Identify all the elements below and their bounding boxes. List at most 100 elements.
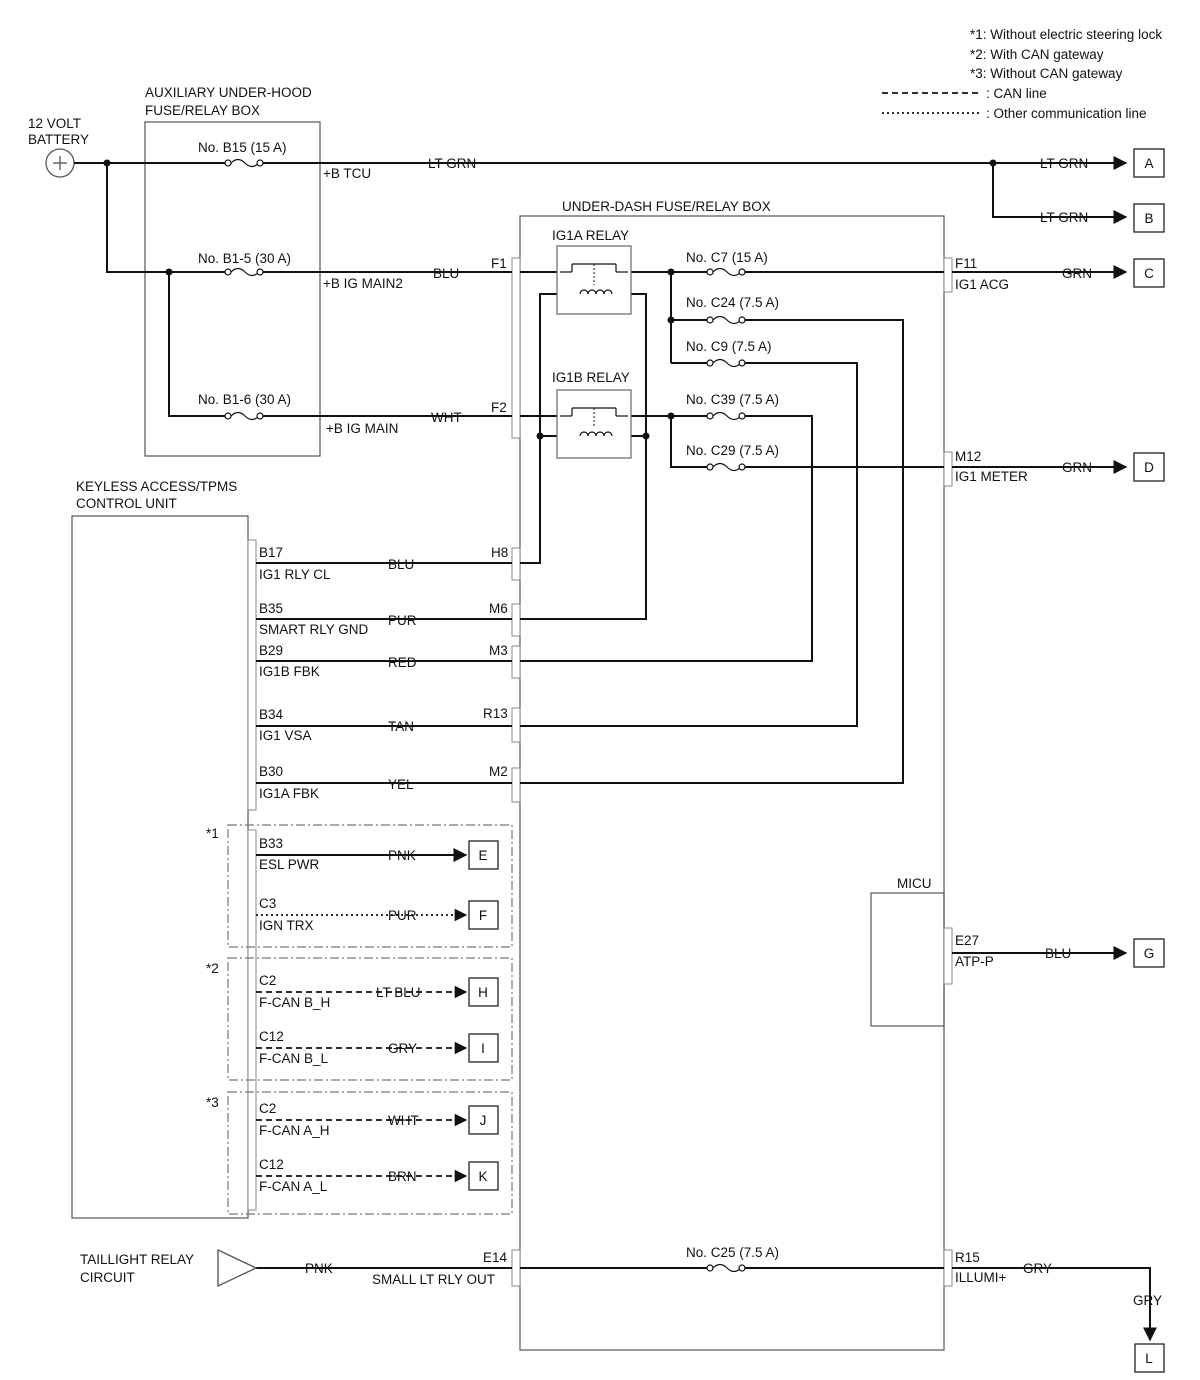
terminal-k [468, 1161, 499, 1191]
circuit-b-ig-main: +B IG MAIN [326, 421, 398, 436]
wire-gry-1: GRY [388, 1041, 417, 1056]
pin-m12: M12 [955, 449, 981, 464]
wire-red: RED [388, 655, 417, 670]
keyless-pin-name-1: SMART RLY GND [259, 622, 369, 637]
keyless-pin-5: B33 [259, 836, 283, 851]
battery: 12 VOLT BATTERY [28, 116, 89, 178]
connector-e27 [943, 927, 953, 985]
terminal-d-label: D [1144, 460, 1154, 475]
terminal-i [468, 1033, 499, 1063]
legend-note-1: *1: Without electric steering lock [970, 27, 1162, 42]
terminal-b [1133, 203, 1165, 233]
terminal-f-label: F [479, 908, 487, 923]
connector-m2 [511, 767, 521, 803]
keyless-pin-name-9: F-CAN A_H [259, 1123, 330, 1138]
fuse-symbols [224, 158, 746, 1273]
keyless-pin-name-7: F-CAN B_H [259, 995, 330, 1010]
wire-pur-1: PUR [388, 613, 417, 628]
pin-m2: M2 [489, 764, 508, 779]
terminals: A B C D E F G H I J K L [468, 148, 1165, 1373]
connector-m12 [943, 451, 953, 487]
terminal-c-label: C [1144, 266, 1154, 281]
wire-gry-2: GRY [1023, 1261, 1052, 1276]
terminal-a [1133, 148, 1165, 178]
terminal-l-label: L [1145, 1351, 1153, 1366]
connector-f11 [943, 257, 953, 293]
keyless-pin-name-6: IGN TRX [259, 918, 314, 933]
terminal-f [468, 900, 499, 930]
fuse-c9-label: No. C9 (7.5 A) [686, 339, 772, 354]
wire-tan: TAN [388, 719, 414, 734]
group-label-2: *2 [206, 961, 219, 976]
terminal-c [1133, 258, 1165, 288]
wire-wht-1: WHT [431, 410, 462, 425]
legend-note-3: *3: Without CAN gateway [970, 66, 1123, 81]
fuse-c24-label: No. C24 (7.5 A) [686, 295, 779, 310]
keyless-pin-10: C12 [259, 1157, 284, 1172]
micu-title: MICU [897, 876, 932, 891]
wire-brn: BRN [388, 1169, 417, 1184]
pin-e27: E27 [955, 933, 979, 948]
terminal-a-label: A [1144, 156, 1153, 171]
keyless-pin-name-8: F-CAN B_L [259, 1051, 329, 1066]
circuit-b-ig-main2: +B IG MAIN2 [323, 276, 403, 291]
connector-e14 [511, 1249, 521, 1287]
terminal-d [1133, 452, 1165, 482]
fuse-b1-6-icon [224, 411, 264, 421]
ig1b-relay: IG1B RELAY [552, 370, 632, 459]
connector-h8 [511, 547, 521, 581]
keyless-pin-1: B35 [259, 601, 283, 616]
battery-label-1: 12 VOLT [28, 116, 81, 131]
fuse-b1-6-label: No. B1-6 (30 A) [198, 392, 291, 407]
terminal-j-label: J [480, 1113, 487, 1128]
wire-lt-blu: LT BLU [376, 985, 421, 1000]
connector-r13 [511, 707, 521, 743]
keyless-connector-c [247, 829, 257, 1211]
keyless-pin-name-4: IG1A FBK [259, 786, 319, 801]
keyless-pin-8: C12 [259, 1029, 284, 1044]
fuse-c29-label: No. C29 (7.5 A) [686, 443, 779, 458]
legend-note-2: *2: With CAN gateway [970, 47, 1104, 62]
terminal-g-label: G [1144, 946, 1155, 961]
connector-strip-f [511, 257, 521, 439]
wire-pur-2: PUR [388, 908, 417, 923]
battery-label-2: BATTERY [28, 132, 89, 147]
fuse-b15-label: No. B15 (15 A) [198, 140, 287, 155]
keyless-label-2: CONTROL UNIT [76, 496, 177, 511]
wire-blu-g: BLU [1045, 946, 1071, 961]
pin-f1: F1 [491, 256, 507, 271]
wire-yel: YEL [388, 777, 414, 792]
fuse-b15-icon [224, 158, 264, 168]
circuit-b-tcu: +B TCU [323, 166, 371, 181]
terminal-k-label: K [478, 1169, 487, 1184]
wire-lt-grn-a: LT GRN [1040, 156, 1088, 171]
wire-lt-grn-1: LT GRN [428, 156, 476, 171]
fuse-b1-5-icon [224, 267, 264, 277]
keyless-pin-name-10: F-CAN A_L [259, 1179, 328, 1194]
fuse-c7-label: No. C7 (15 A) [686, 250, 768, 265]
keyless-pin-3: B34 [259, 707, 284, 722]
circuit-ig1-meter: IG1 METER [955, 469, 1028, 484]
aux-box-label-1: AUXILIARY UNDER-HOOD [145, 85, 312, 100]
connector-r15 [943, 1249, 953, 1287]
wire-color-labels: LT GRN LT GRN LT GRN BLU WHT GRN GRN BLU… [305, 156, 1162, 1308]
wire-pnk-2: PNK [305, 1261, 333, 1276]
taillight-label-2: CIRCUIT [80, 1270, 135, 1285]
taillight-label-1: TAILLIGHT RELAY [80, 1252, 194, 1267]
under-dash-title: UNDER-DASH FUSE/RELAY BOX [562, 199, 771, 214]
keyless-pin-0: B17 [259, 545, 283, 560]
connector-m3 [511, 645, 521, 679]
legend-other-line: : Other communication line [986, 106, 1147, 121]
micu-box [870, 892, 945, 1027]
keyless-pin-2: B29 [259, 643, 283, 658]
circuit-labels: +B TCU +B IG MAIN2 +B IG MAIN IG1 ACG IG… [323, 166, 1028, 1287]
circuit-illumi: ILLUMI+ [955, 1270, 1007, 1285]
ig1a-relay-label: IG1A RELAY [552, 228, 629, 243]
wire-grn-c: GRN [1062, 266, 1092, 281]
wire-pnk-1: PNK [388, 848, 416, 863]
option-group-2 [227, 957, 513, 1081]
wire-gry-3: GRY [1133, 1293, 1162, 1308]
pin-r13: R13 [483, 706, 508, 721]
option-group-1 [227, 824, 513, 948]
